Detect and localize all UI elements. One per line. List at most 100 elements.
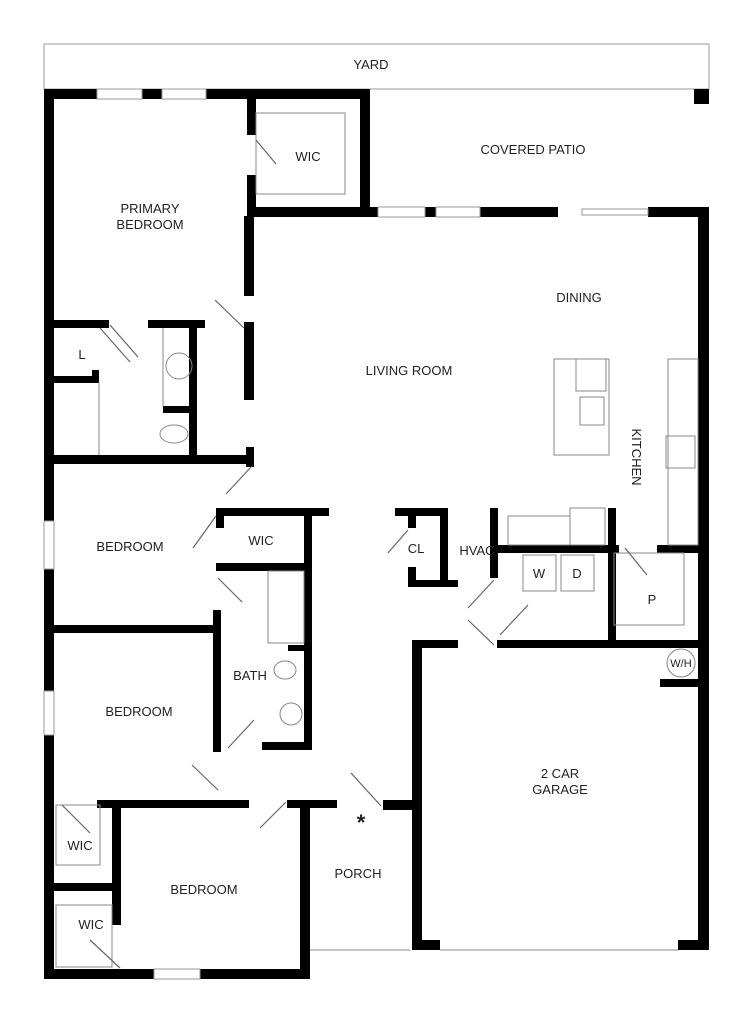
wall (44, 89, 97, 99)
door-swing (387, 529, 409, 554)
window (43, 690, 55, 736)
island-seat (575, 358, 607, 392)
wall (148, 320, 205, 328)
wall (497, 545, 619, 553)
wall (490, 508, 498, 578)
label-hvac: HVAC (459, 543, 494, 558)
wall (244, 322, 254, 400)
doors (61, 139, 648, 969)
wall (44, 969, 154, 979)
wall (698, 207, 709, 950)
wall (54, 376, 99, 383)
wall (408, 580, 458, 587)
door-swing (89, 939, 121, 969)
yard-outline (43, 43, 710, 90)
primary-wic-shelf (255, 112, 346, 195)
door-swing (350, 772, 382, 807)
door-swing (99, 327, 131, 363)
label-primary-bedroom-2: BEDROOM (116, 217, 183, 232)
label-kitchen: KITCHEN (629, 428, 644, 485)
door-swing (255, 139, 277, 165)
entry-marker: * (357, 810, 366, 835)
label-bedroom-1: BEDROOM (96, 539, 163, 554)
washer-icon (522, 554, 557, 592)
wall (54, 883, 114, 891)
wall (608, 508, 616, 643)
wall (300, 800, 310, 979)
wall (44, 89, 54, 521)
label-garage-1: 2 CAR (541, 766, 579, 781)
label-pantry: P (648, 592, 657, 607)
door-swing (217, 577, 243, 603)
wall (200, 969, 310, 979)
wall (412, 940, 440, 950)
wall (648, 207, 709, 217)
wall (246, 447, 254, 467)
wall (213, 610, 221, 752)
wall (247, 175, 256, 217)
wall (440, 508, 448, 586)
label-wic-bl-2: WIC (78, 917, 103, 932)
wall (44, 735, 54, 979)
label-bedroom-3: BEDROOM (170, 882, 237, 897)
wall (678, 940, 709, 950)
sink-icon (279, 702, 303, 726)
door-swing (214, 299, 245, 329)
window (435, 206, 481, 218)
pantry-shelf (613, 552, 685, 626)
wall (92, 370, 99, 382)
label-wic-bl-1: WIC (67, 838, 92, 853)
wall (216, 508, 224, 528)
door-swing (61, 804, 91, 834)
door-swing (109, 324, 139, 358)
wic-shelf-2 (55, 904, 113, 968)
wall (395, 508, 445, 516)
kitchen-island (553, 358, 610, 456)
label-covered-patio: COVERED PATIO (481, 142, 586, 157)
label-dryer: D (572, 566, 581, 581)
primary-toilet-icon (159, 424, 189, 444)
wall (304, 508, 312, 748)
fridge-counter (507, 515, 571, 546)
wall (189, 320, 197, 460)
door-swing (467, 579, 495, 609)
label-closet: CL (408, 541, 425, 556)
door-swing (227, 719, 255, 749)
wall (216, 563, 308, 571)
door-swing (624, 547, 648, 576)
walls (43, 88, 709, 980)
kitchen-counter (667, 358, 699, 546)
label-water-heater: W/H (670, 658, 691, 670)
wall (262, 742, 312, 750)
label-porch: PORCH (335, 866, 382, 881)
window (161, 88, 207, 100)
label-wic-primary: WIC (295, 149, 320, 164)
wall (416, 640, 458, 648)
label-yard: YARD (353, 57, 388, 72)
toilet-icon (273, 660, 297, 680)
window (43, 520, 55, 570)
bathtub-icon (267, 570, 305, 644)
label-bath: BATH (233, 668, 267, 683)
water-heater-icon (666, 648, 696, 678)
wall (657, 545, 698, 553)
wall (44, 569, 54, 691)
label-linen: L (78, 347, 85, 362)
wall (206, 89, 369, 99)
wall (425, 207, 436, 217)
stove-icon (665, 435, 696, 469)
primary-sink-icon (165, 352, 193, 380)
door-swing (259, 801, 287, 829)
wall (163, 406, 193, 413)
fridge-icon (569, 507, 606, 546)
wall (408, 567, 416, 587)
wall (142, 89, 162, 99)
label-bedroom-2: BEDROOM (105, 704, 172, 719)
window (96, 88, 143, 100)
label-washer: W (533, 566, 546, 581)
wall (288, 645, 308, 651)
fixtures (55, 112, 699, 968)
wall (112, 800, 121, 925)
wall (694, 89, 709, 104)
